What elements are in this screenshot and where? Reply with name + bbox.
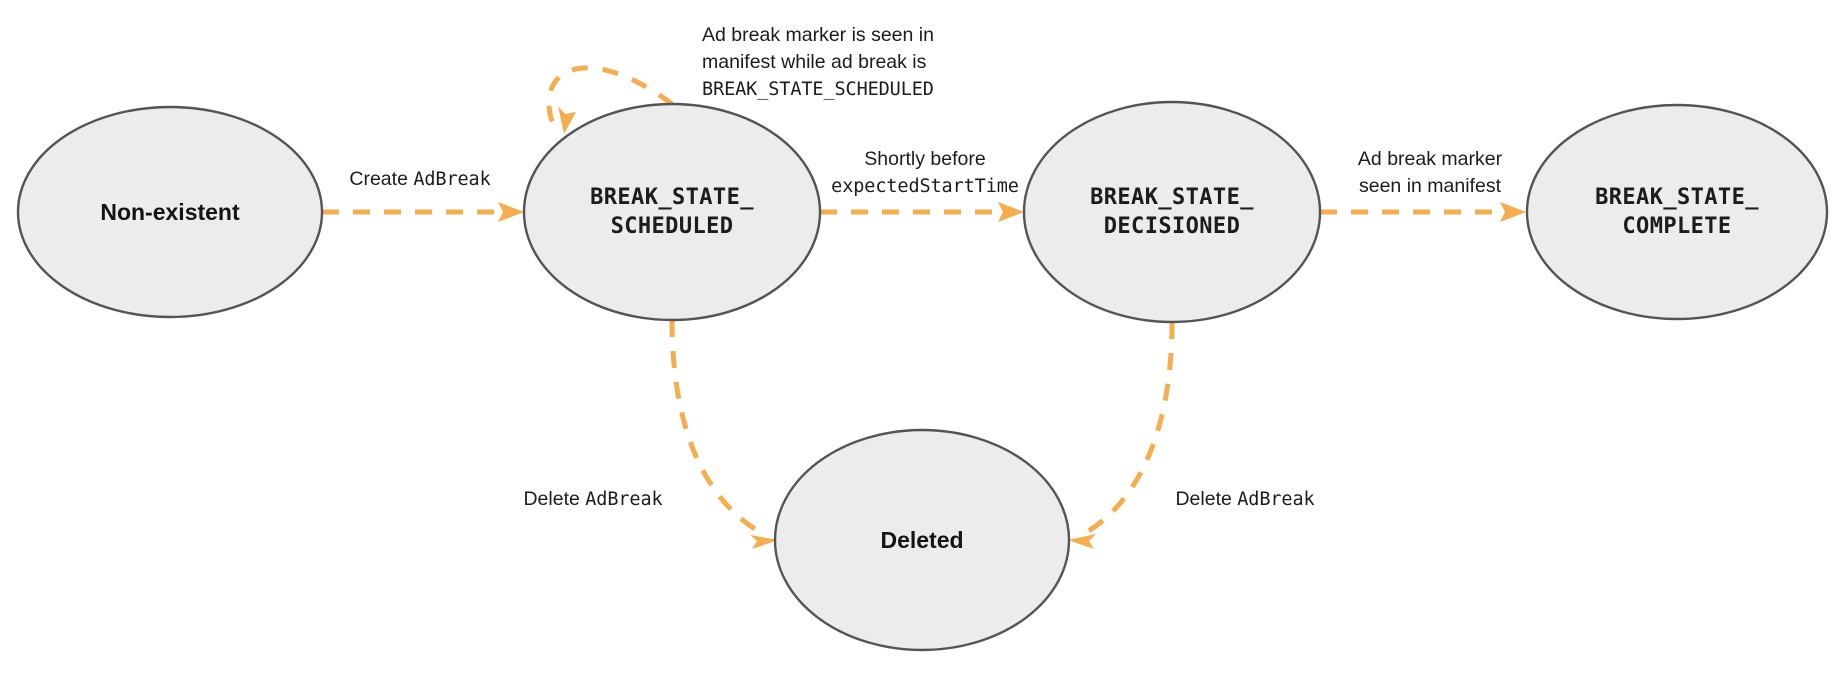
edge-ad-break-marker-seen <box>1320 202 1526 222</box>
edge-label-ad-break-marker-seen: Ad break marker seen in manifest <box>1358 146 1502 200</box>
edge-label-line: expectedStartTime <box>831 173 1019 200</box>
edge-label-line: seen in manifest <box>1358 173 1502 200</box>
node-break-state-decisioned[interactable] <box>1022 100 1322 324</box>
edge-label-create-adbreak: Create AdBreak <box>349 166 490 193</box>
edge-label-run: Ad break marker is seen in <box>702 24 934 46</box>
edge-label-line: Ad break marker <box>1358 146 1502 173</box>
edge-label-run: AdBreak <box>1237 489 1315 510</box>
edge-label-run: Delete <box>1175 488 1238 510</box>
edge-label-line: manifest while ad break is <box>702 49 934 76</box>
edge-label-line: BREAK_STATE_SCHEDULED <box>702 76 934 103</box>
edge-label-line: Delete AdBreak <box>1175 486 1314 513</box>
edge-label-line: Shortly before <box>831 146 1019 173</box>
edge-label-scheduled-self-loop: Ad break marker is seen in manifest while… <box>702 22 934 103</box>
edge-delete-from-scheduled <box>669 319 778 549</box>
edge-line-scheduled-self-loop <box>546 65 674 131</box>
edge-delete-from-decisioned <box>1068 321 1175 549</box>
edge-label-run: expectedStartTime <box>831 175 1019 197</box>
edge-label-run: manifest while ad break is <box>702 50 927 73</box>
arrowhead-ad-break-marker-seen <box>1500 202 1526 222</box>
edge-create-adbreak <box>322 202 524 222</box>
edge-label-run: Delete <box>523 488 586 510</box>
arrowhead-delete-from-decisioned <box>1068 534 1096 549</box>
edge-label-line: Delete AdBreak <box>523 486 662 513</box>
edge-shortly-before <box>820 202 1024 222</box>
node-non-existent[interactable] <box>16 105 324 319</box>
arrowhead-shortly-before <box>998 202 1024 222</box>
arrowhead-scheduled-self-loop <box>558 106 576 134</box>
edge-label-run: Ad break marker <box>1357 148 1503 170</box>
edge-line-delete-from-decisioned <box>1080 321 1175 538</box>
edge-label-shortly-before: Shortly before expectedStartTime <box>831 146 1019 200</box>
edge-label-run: Create <box>349 168 414 190</box>
edge-label-delete-from-scheduled: Delete AdBreak <box>523 486 662 513</box>
edge-label-run: BREAK_STATE_SCHEDULED <box>702 78 934 100</box>
edge-label-run: seen in manifest <box>1358 174 1501 197</box>
edge-scheduled-self-loop <box>546 65 674 134</box>
edge-label-line: Create AdBreak <box>349 166 490 193</box>
arrowhead-delete-from-scheduled <box>750 535 778 549</box>
edge-label-run: AdBreak <box>585 489 663 510</box>
node-deleted[interactable] <box>773 428 1071 652</box>
edge-label-delete-from-decisioned: Delete AdBreak <box>1175 486 1314 513</box>
edge-label-run: AdBreak <box>413 169 491 190</box>
edge-label-line: Ad break marker is seen in <box>702 22 934 49</box>
edge-label-run: Shortly before <box>864 148 986 170</box>
edge-line-delete-from-scheduled <box>669 319 767 538</box>
node-break-state-scheduled[interactable] <box>522 102 822 322</box>
arrowhead-create-adbreak <box>498 202 524 222</box>
node-break-state-complete[interactable] <box>1525 103 1829 321</box>
